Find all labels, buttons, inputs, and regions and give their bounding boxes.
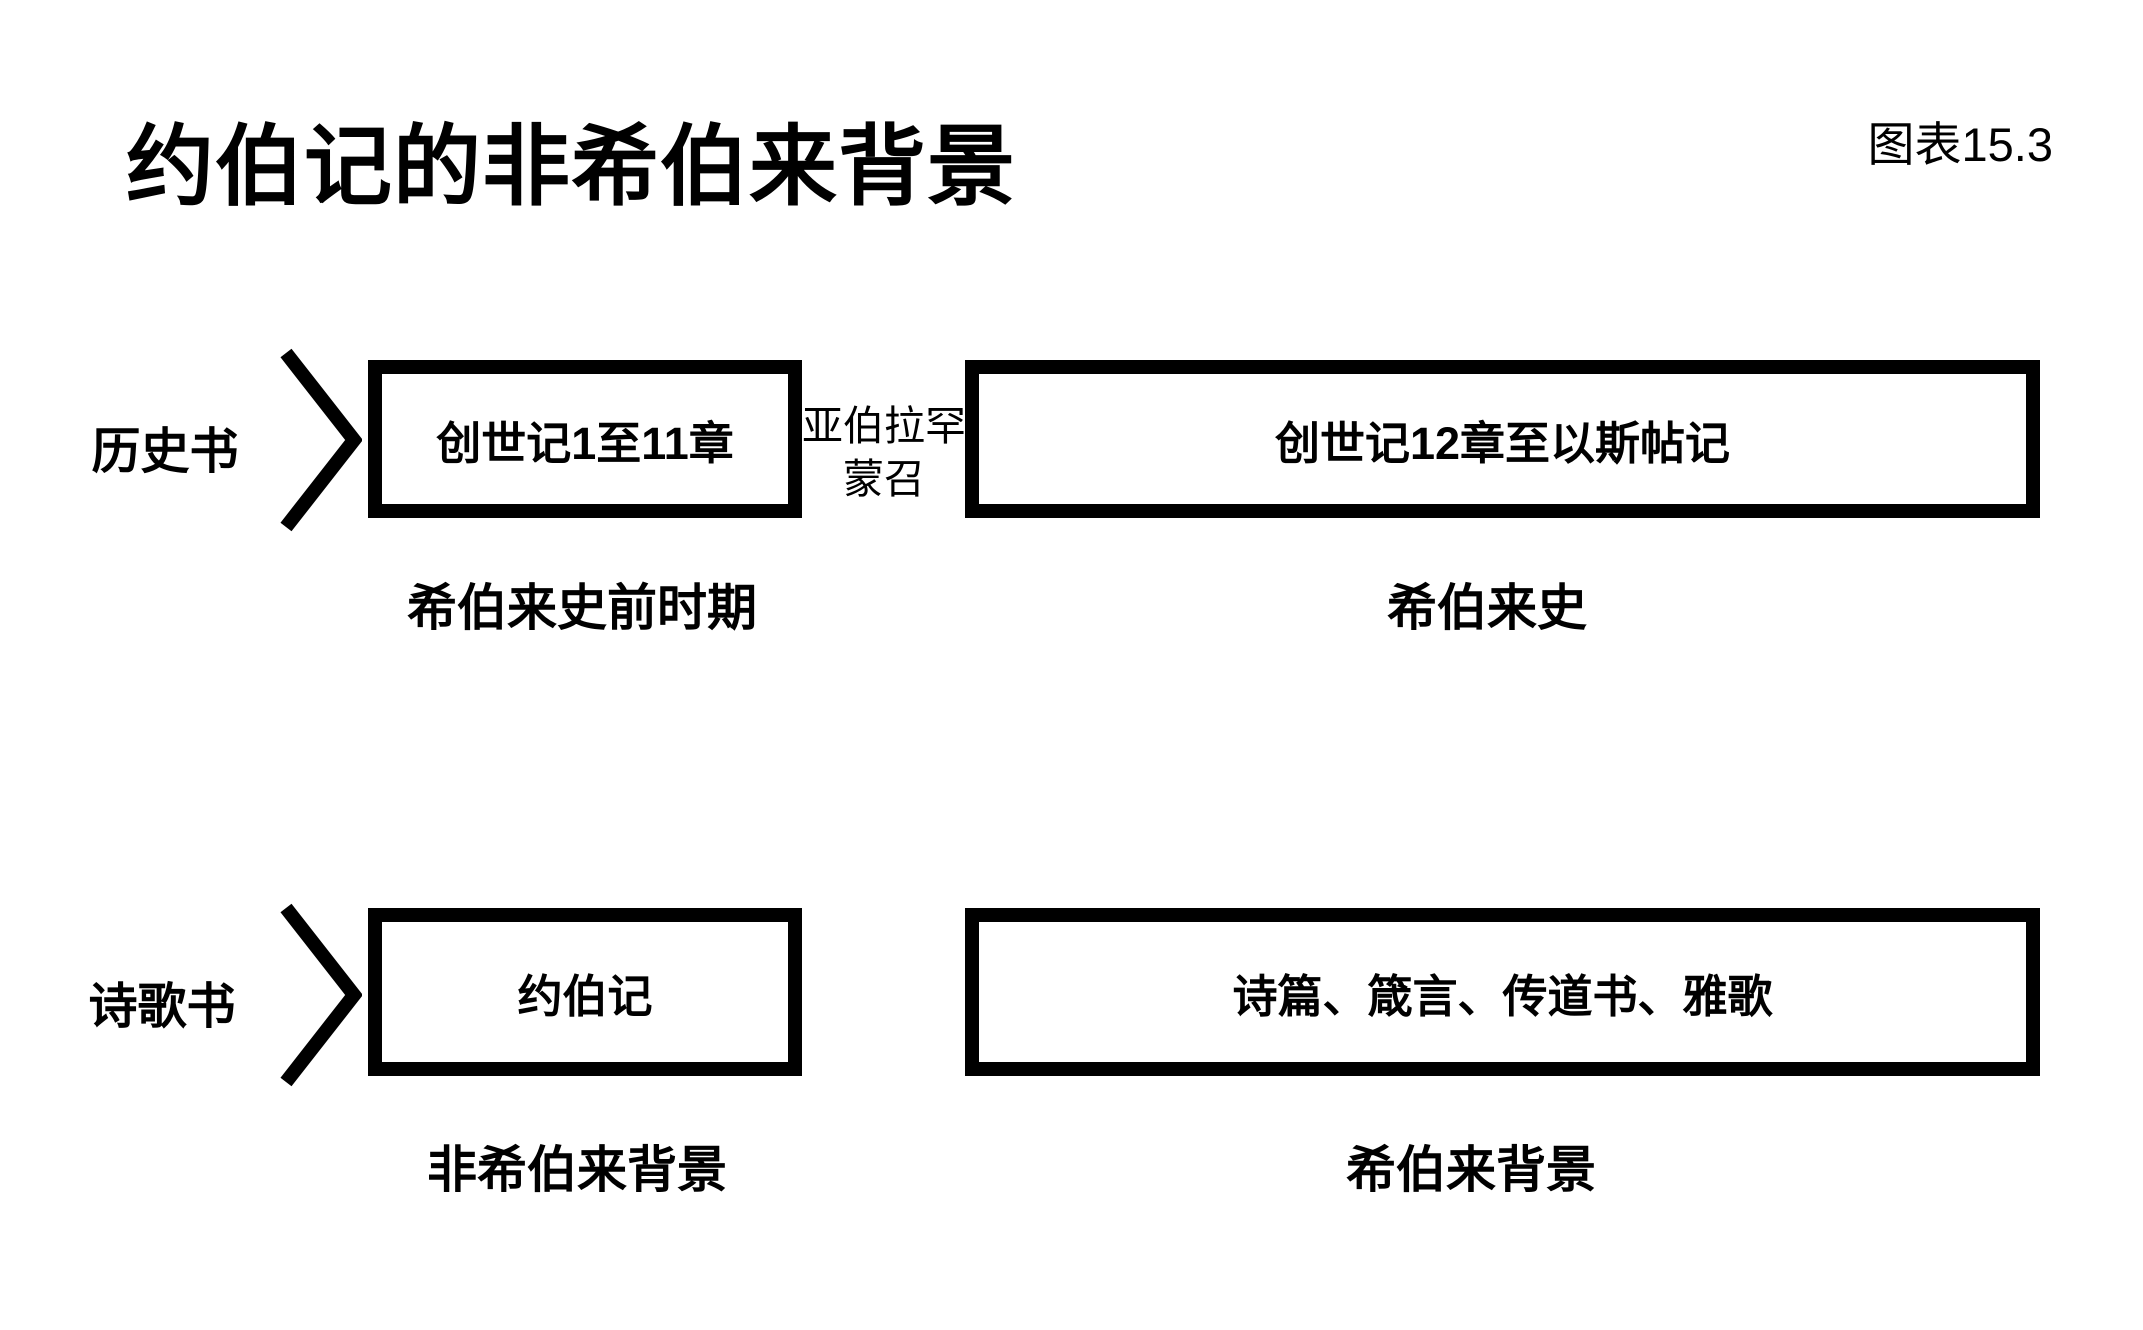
box-psalms-proverbs-ecclesiastes-song: 诗篇、箴言、传道书、雅歌 — [965, 908, 2040, 1076]
box-job-label: 约伯记 — [517, 970, 653, 1022]
caption-hebrew-background: 希伯来背景 — [1346, 1142, 1596, 1198]
category-label-poetry-books: 诗歌书 — [88, 980, 236, 1034]
caption-hebrew-history: 希伯来史 — [1387, 580, 1587, 636]
page-title: 约伯记的非希伯来背景 — [126, 117, 1017, 216]
box-genesis-12-esther: 创世记12章至以斯帖记 — [965, 360, 2040, 518]
abraham-call-line2: 蒙召 — [843, 456, 925, 503]
chevron-right-icon — [280, 903, 362, 1087]
box-psalms-proverbs-ecclesiastes-song-label: 诗篇、箴言、传道书、雅歌 — [1232, 970, 1773, 1022]
box-genesis-1-11-label: 创世记1至11章 — [436, 417, 734, 469]
category-label-historical-books: 历史书 — [91, 425, 239, 479]
caption-non-hebrew-background: 非希伯来背景 — [427, 1142, 727, 1198]
figure-number-label: 图表15.3 — [1867, 118, 2053, 171]
box-genesis-12-esther-label: 创世记12章至以斯帖记 — [1274, 417, 1731, 469]
caption-hebrew-prehistory: 希伯来史前时期 — [407, 580, 757, 636]
box-job: 约伯记 — [368, 908, 802, 1076]
box-genesis-1-11: 创世记1至11章 — [368, 360, 802, 518]
chevron-right-icon — [280, 348, 362, 532]
abraham-call-line1: 亚伯拉罕 — [802, 403, 966, 449]
abraham-call-label: 亚伯拉罕 蒙召 — [798, 400, 970, 507]
